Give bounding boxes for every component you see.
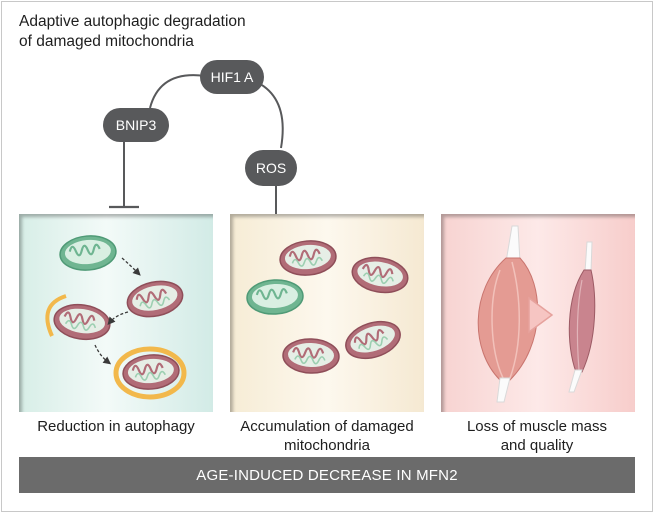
mito-damaged-6 <box>340 314 406 366</box>
mito-damaged-5 <box>348 252 412 298</box>
mito-damaged-1 <box>122 275 188 323</box>
mito-damaged-2 <box>50 300 114 344</box>
autophagosome-ring <box>113 346 187 400</box>
bottom-banner: AGE-INDUCED DECREASE IN MFN2 <box>19 457 635 493</box>
mito-healthy-2 <box>245 277 305 317</box>
mito-healthy-1 <box>57 232 119 274</box>
connector-bnip3-hif1a <box>149 74 206 109</box>
mito-damaged-7 <box>281 336 341 376</box>
muscle-small <box>568 241 596 393</box>
heading: Adaptive autophagic degradation of damag… <box>19 13 246 50</box>
autophagosome-arc-1 <box>45 294 67 337</box>
caption-accumulation: Accumulation of damaged mitochondria <box>240 418 414 454</box>
node-hif1a: HIF1 A <box>200 60 264 94</box>
muscle-large <box>477 225 539 403</box>
progression-arrow-icon <box>528 296 554 334</box>
node-ros: ROS <box>245 150 297 186</box>
mito-damaged-4 <box>277 237 339 279</box>
mito-damaged-3 <box>120 351 182 393</box>
caption-muscle-loss: Loss of muscle mass and quality <box>466 418 608 454</box>
node-bnip3: BNIP3 <box>103 108 169 142</box>
caption-autophagy: Reduction in autophagy <box>37 418 195 435</box>
